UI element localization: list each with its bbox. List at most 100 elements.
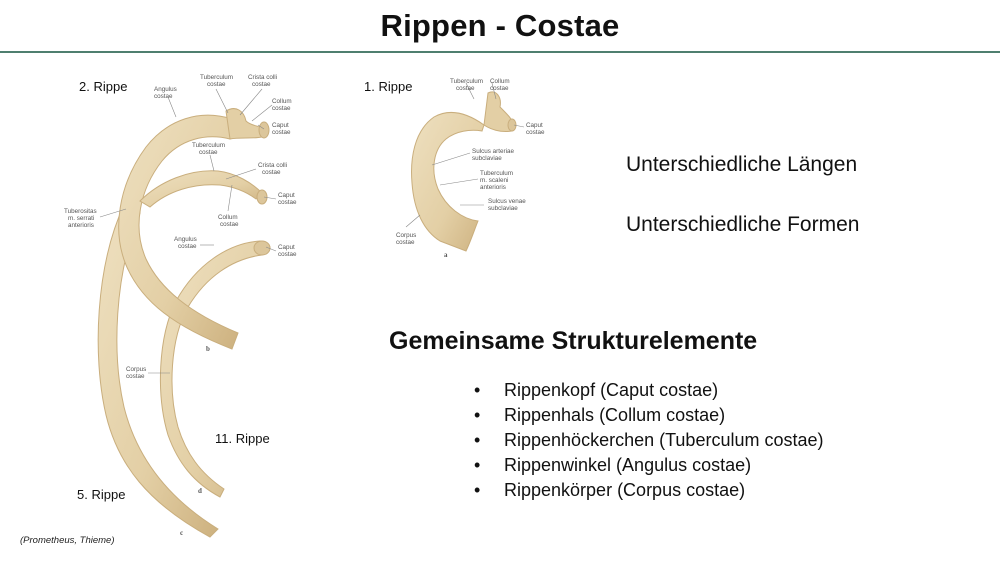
rib-b-head <box>256 189 268 205</box>
rib-label-2: 2. Rippe <box>79 79 128 94</box>
bullet: • <box>474 405 481 425</box>
list-item: • Rippenkopf (Caput costae) <box>474 378 824 403</box>
annotation-caput-costae-a-2: costae <box>272 129 291 136</box>
annotation-tuberculum-costae-a: Tuberculum <box>200 74 233 81</box>
bullet: • <box>474 380 481 400</box>
rib-1-shape <box>411 112 485 252</box>
annotation-corpus-costae-r1: Corpus <box>396 232 416 239</box>
annotation-collum-costae-a: Collum <box>272 98 292 105</box>
rib-11-shape <box>159 240 271 498</box>
annotation-angulus-costae-b-2: costae <box>178 243 197 250</box>
list-item-text: Rippenwinkel (Angulus costae) <box>504 455 752 475</box>
list-item: • Rippenwinkel (Angulus costae) <box>474 453 824 478</box>
slide-title: Rippen - Costae <box>380 8 620 43</box>
annotation-tuberculum-costae-r1-2: costae <box>456 85 475 92</box>
annotation-sulcus-venae-2: subclaviae <box>488 205 518 212</box>
sublabel-b: b <box>206 345 210 353</box>
list-item-text: Rippenkopf (Caput costae) <box>504 380 719 400</box>
annotation-sulcus-arteriae: Sulcus arteriae <box>472 148 514 155</box>
annotation-tuberculum-scaleni-3: anterioris <box>480 184 506 191</box>
annotation-corpus-costae-a: Corpus <box>126 366 146 373</box>
annotation-caput-costae-r1: Caput <box>526 122 543 129</box>
annotation-corpus-costae-a-2: costae <box>126 373 145 380</box>
leader-lines <box>99 82 525 374</box>
annotation-sulcus-venae: Sulcus venae <box>488 198 526 205</box>
rib-label-1: 1. Rippe <box>364 79 413 94</box>
rib-b-shape <box>139 170 263 208</box>
title-underline <box>0 51 1000 53</box>
annotation-collum-costae-b: Collum <box>218 214 238 221</box>
annotation-caput-costae-a: Caput <box>272 122 289 129</box>
rib-1-head <box>507 118 517 132</box>
list-item-text: Rippenhöckerchen (Tuberculum costae) <box>504 430 824 450</box>
structure-heading: Gemeinsame Strukturelemente <box>389 327 758 355</box>
info-line-shapes: Unterschiedliche Formen <box>626 213 860 236</box>
structure-list: • Rippenkopf (Caput costae) • Rippenhals (… <box>474 378 824 503</box>
list-item: • Rippenkörper (Corpus costae) <box>474 478 824 503</box>
info-line-lengths: Unterschiedliche Längen <box>626 153 858 176</box>
list-item-text: Rippenhals (Collum costae) <box>504 405 726 425</box>
annotation-crista-colli-b-2: costae <box>262 169 281 176</box>
annotation-collum-costae-b-2: costae <box>220 221 239 228</box>
annotation-tuberositas-3: anterioris <box>68 222 94 229</box>
annotation-sulcus-arteriae-2: subclaviae <box>472 155 502 162</box>
bullet: • <box>474 480 481 500</box>
list-item: • Rippenhals (Collum costae) <box>474 403 824 428</box>
annotation-caput-costae-b-2: costae <box>278 199 297 206</box>
annotation-tuberculum-costae-a-2: costae <box>207 81 226 88</box>
annotation-angulus-costae-a-2: costae <box>154 93 173 100</box>
list-item-text: Rippenkörper (Corpus costae) <box>504 480 746 500</box>
annotation-crista-colli-a: Crista colli <box>248 74 277 81</box>
annotation-angulus-costae-b: Angulus <box>174 236 197 243</box>
annotation-collum-costae-r1: Collum <box>490 78 510 85</box>
annotation-caput-costae-c: Caput <box>278 244 295 251</box>
annotation-caput-costae-b: Caput <box>278 192 295 199</box>
rib-2-shape <box>118 114 239 350</box>
annotation-tuberositas: Tuberositas <box>64 208 97 215</box>
annotation-tuberculum-costae-r1: Tuberculum <box>450 78 483 85</box>
rib-5-shape <box>97 204 219 538</box>
rib-label-5: 5. Rippe <box>77 487 126 502</box>
annotation-caput-costae-c-2: costae <box>278 251 297 258</box>
list-item: • Rippenhöckerchen (Tuberculum costae) <box>474 428 824 453</box>
annotation-tuberculum-scaleni: Tuberculum <box>480 170 513 177</box>
rib-2-neck <box>225 108 265 140</box>
rib-label-11: 11. Rippe <box>215 431 270 446</box>
bullet: • <box>474 430 481 450</box>
annotation-collum-costae-a-2: costae <box>272 105 291 112</box>
annotation-angulus-costae-a: Angulus <box>154 86 177 93</box>
rib-11-head <box>253 240 271 256</box>
annotation-crista-colli-a-2: costae <box>252 81 271 88</box>
annotation-caput-costae-r1-2: costae <box>526 129 545 136</box>
sublabel-c: c <box>180 529 183 537</box>
sublabel-a: a <box>444 251 448 259</box>
sublabel-d: d <box>198 487 202 495</box>
rib-2-head <box>258 121 270 139</box>
annotation-tuberculum-costae-b-2: costae <box>199 149 218 156</box>
annotation-tuberculum-scaleni-2: m. scaleni <box>480 177 508 184</box>
bullet: • <box>474 455 481 475</box>
annotation-crista-colli-b: Crista colli <box>258 162 287 169</box>
